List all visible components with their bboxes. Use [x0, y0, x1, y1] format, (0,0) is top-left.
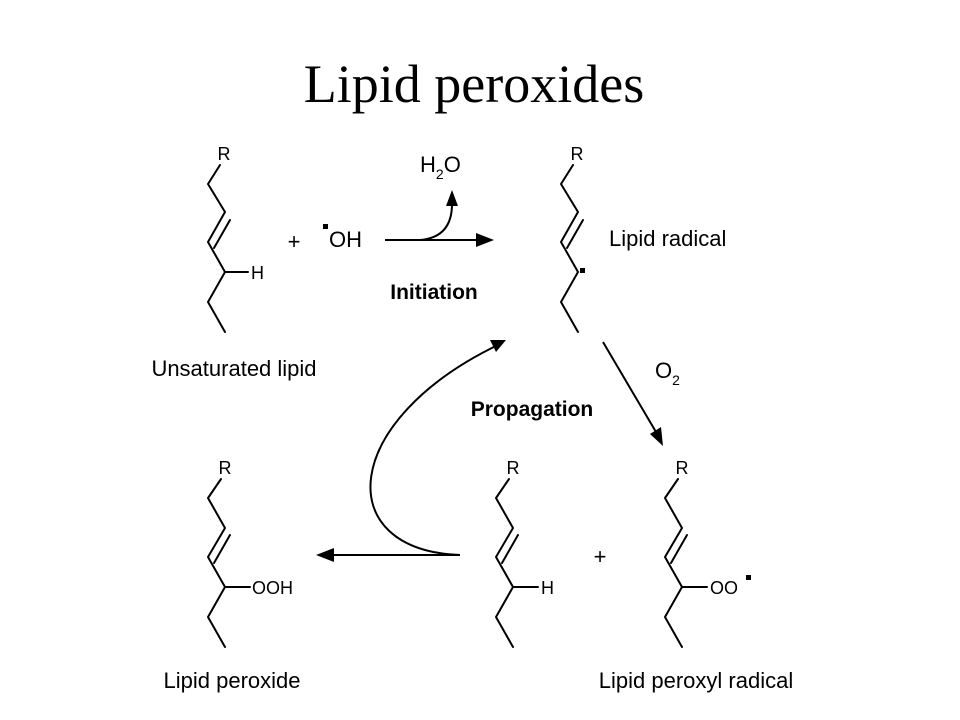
plus-sign: +: [288, 229, 301, 254]
unsaturated-lipid-structure: R H: [207, 144, 264, 333]
radical-dot: [746, 575, 751, 580]
double-bond-line: [213, 534, 231, 564]
peroxide-formation-arrowhead: [316, 548, 334, 562]
water-label: H2O: [420, 152, 461, 182]
water-release-arrowhead: [446, 190, 458, 206]
propagation-curve: [369, 343, 501, 556]
lipid-peroxide-label: Lipid peroxide: [164, 668, 301, 693]
hydrogen-label: H: [251, 263, 264, 283]
propagation-label: Propagation: [471, 398, 594, 421]
double-bond-line: [670, 534, 688, 564]
carbon-chain: [207, 478, 226, 648]
carbon-chain: [495, 478, 514, 648]
propagation-arrow: [316, 340, 506, 562]
r-group-label: R: [507, 458, 520, 478]
oxygen-addition-arrow-shaft: [602, 341, 657, 433]
r-group-label: R: [219, 458, 232, 478]
carbon-chain: [664, 478, 683, 648]
page-title: Lipid peroxides: [304, 54, 644, 114]
unsaturated-lipid-label: Unsaturated lipid: [151, 356, 316, 381]
carbon-chain: [207, 164, 226, 333]
carbon-chain: [560, 164, 579, 333]
hydroxyl-radical-label: OH: [329, 227, 362, 252]
r-group-label: R: [676, 458, 689, 478]
lipid-radical-label: Lipid radical: [609, 226, 726, 251]
double-bond-line: [501, 534, 519, 564]
initiation-arrow: [385, 190, 494, 247]
oxygen-label: O2: [655, 358, 680, 388]
lipid-peroxyl-radical-label: Lipid peroxyl radical: [599, 668, 793, 693]
initiation-label: Initiation: [390, 281, 478, 304]
hydrogen-label: H: [541, 578, 554, 598]
water-release-curve: [419, 203, 453, 241]
double-bond-line: [566, 219, 584, 249]
oxygen-addition-arrowhead: [650, 427, 663, 446]
propagation-arrowhead: [490, 340, 506, 352]
lipid-radical-structure: R: [560, 144, 585, 333]
lipid-peroxyl-radical-structure: R OO: [664, 458, 751, 648]
radical-dot: [323, 224, 328, 229]
double-bond-line: [213, 219, 231, 249]
r-group-label: R: [571, 144, 584, 164]
lipid-peroxide-structure: R OOH: [207, 458, 293, 648]
radical-dot: [580, 268, 585, 273]
peroxyl-group-label: OO: [710, 578, 738, 598]
plus-sign-2: +: [594, 544, 607, 569]
r-group-label: R: [218, 144, 231, 164]
initiation-arrowhead: [476, 233, 494, 247]
hydroperoxide-group-label: OOH: [252, 578, 293, 598]
unsaturated-lipid-structure-2: R H: [495, 458, 554, 648]
